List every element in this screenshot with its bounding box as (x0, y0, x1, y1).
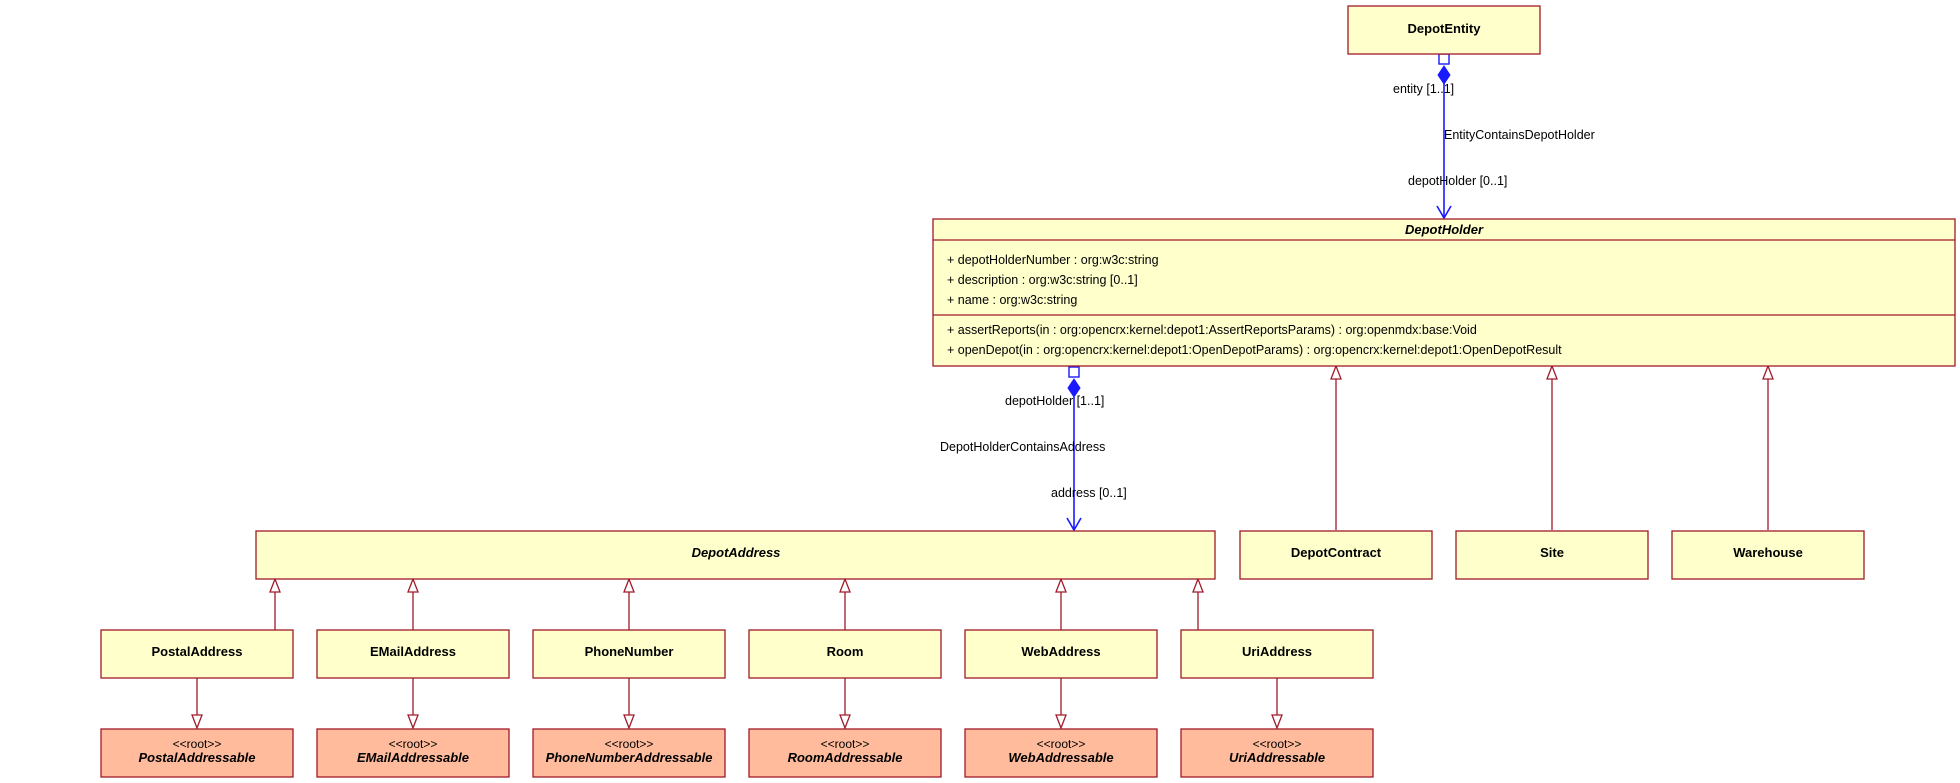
class-phonenumberaddressable[interactable]: <<root>> PhoneNumberAddressable (532, 728, 726, 778)
generalization-edges (191, 364, 1774, 730)
generalization-arrowhead (269, 577, 281, 593)
class-name: PhoneNumber (585, 644, 674, 659)
assoc-end-depotholder: depotHolder [0..1] (1408, 174, 1507, 188)
class-depotholder[interactable]: DepotHolder + depotHolderNumber : org:w3… (932, 218, 1956, 367)
operation-assertreports: + assertReports(in : org:opencrx:kernel:… (947, 323, 1477, 337)
class-depotaddress[interactable]: DepotAddress (255, 530, 1216, 580)
stereotype: <<root>> (1037, 737, 1086, 751)
generalization-arrowhead (407, 714, 419, 730)
generalization-arrowhead (1330, 364, 1342, 380)
class-name: PhoneNumberAddressable (546, 750, 713, 765)
class-name: Warehouse (1733, 545, 1803, 560)
generalization-arrowhead (839, 714, 851, 730)
class-name: UriAddressable (1229, 750, 1325, 765)
class-name: Site (1540, 545, 1564, 560)
class-webaddress[interactable]: WebAddress (964, 629, 1158, 679)
assoc-name-entity-contains-depotholder: EntityContainsDepotHolder (1444, 128, 1595, 142)
class-depotentity[interactable]: DepotEntity (1347, 5, 1541, 55)
class-name: PostalAddressable (138, 750, 255, 765)
qualifier-square (1068, 366, 1080, 378)
class-name: EMailAddressable (357, 750, 469, 765)
class-name: DepotContract (1291, 545, 1382, 560)
class-roomaddressable[interactable]: <<root>> RoomAddressable (748, 728, 942, 778)
generalization-arrowhead (839, 577, 851, 593)
navigation-arrowhead (1436, 205, 1452, 220)
class-name: DepotEntity (1408, 21, 1482, 36)
assoc-end-address: address [0..1] (1051, 486, 1127, 500)
class-depotcontract[interactable]: DepotContract (1239, 530, 1433, 580)
class-name: WebAddress (1021, 644, 1100, 659)
stereotype: <<root>> (173, 737, 222, 751)
attribute-name: + name : org:w3c:string (947, 293, 1077, 307)
generalization-arrowhead (1192, 577, 1204, 593)
generalization-arrowhead (1271, 714, 1283, 730)
class-name: DepotHolder (1405, 222, 1484, 237)
class-warehouse[interactable]: Warehouse (1671, 530, 1865, 580)
class-name: RoomAddressable (788, 750, 903, 765)
class-emailaddress[interactable]: EMailAddress (316, 629, 510, 679)
assoc-name-depotholder-contains-address: DepotHolderContainsAddress (940, 440, 1105, 454)
generalization-arrowhead (191, 714, 203, 730)
generalization-arrowhead (1055, 577, 1067, 593)
assoc-end-entity: entity [1..1] (1393, 82, 1454, 96)
stereotype: <<root>> (389, 737, 438, 751)
class-name: PostalAddress (151, 644, 242, 659)
attribute-description: + description : org:w3c:string [0..1] (947, 273, 1138, 287)
class-uriaddressable[interactable]: <<root>> UriAddressable (1180, 728, 1374, 778)
association-depotholder-contains-address: depotHolder [1..1] DepotHolderContainsAd… (940, 366, 1127, 532)
generalization-arrowhead (407, 577, 419, 593)
class-name: UriAddress (1242, 644, 1312, 659)
class-name: DepotAddress (692, 545, 781, 560)
class-site[interactable]: Site (1455, 530, 1649, 580)
class-emailaddressable[interactable]: <<root>> EMailAddressable (316, 728, 510, 778)
stereotype: <<root>> (821, 737, 870, 751)
class-uriaddress[interactable]: UriAddress (1180, 629, 1374, 679)
assoc-end-depotholder-source: depotHolder [1..1] (1005, 394, 1104, 408)
class-webaddressable[interactable]: <<root>> WebAddressable (964, 728, 1158, 778)
class-name: Room (827, 644, 864, 659)
stereotype: <<root>> (1253, 737, 1302, 751)
generalization-arrowhead (623, 714, 635, 730)
class-name: WebAddressable (1008, 750, 1113, 765)
class-postaladdress[interactable]: PostalAddress (100, 629, 294, 679)
generalization-arrowhead (623, 577, 635, 593)
generalization-arrowhead (1546, 364, 1558, 380)
generalization-arrowhead (1055, 714, 1067, 730)
attribute-depotholdernumber: + depotHolderNumber : org:w3c:string (947, 253, 1159, 267)
generalization-arrowhead (1762, 364, 1774, 380)
stereotype: <<root>> (605, 737, 654, 751)
association-entity-contains-depotholder: entity [1..1] EntityContainsDepotHolder … (1393, 53, 1595, 220)
composition-diamond (1437, 65, 1451, 85)
operation-opendepot: + openDepot(in : org:opencrx:kernel:depo… (947, 343, 1562, 357)
class-phonenumber[interactable]: PhoneNumber (532, 629, 726, 679)
class-name: EMailAddress (370, 644, 456, 659)
class-postaladdressable[interactable]: <<root>> PostalAddressable (100, 728, 294, 778)
navigation-arrowhead (1066, 517, 1082, 532)
class-room[interactable]: Room (748, 629, 942, 679)
composition-diamond (1067, 378, 1081, 398)
qualifier-square (1438, 53, 1450, 65)
